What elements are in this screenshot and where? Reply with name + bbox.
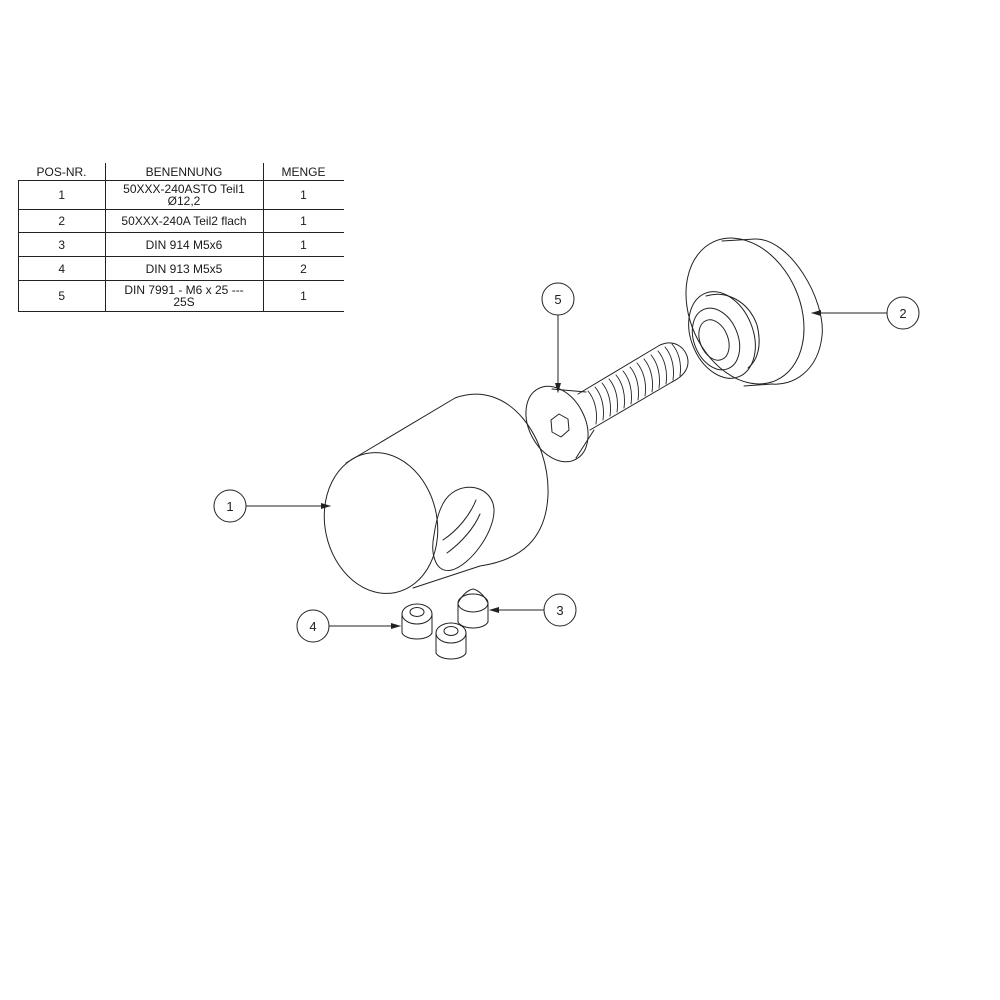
table-row: 1 50XXX-240ASTO Teil1 Ø12,2 1 <box>18 180 344 210</box>
cross-hole-outline <box>432 486 495 571</box>
part-4-set-screw-a <box>401 603 433 640</box>
part-1-cylinder-body <box>323 393 549 594</box>
name-line: Ø12,2 <box>167 194 201 208</box>
part-2-flange <box>685 237 823 387</box>
flange-collar-side <box>705 293 760 369</box>
balloon-3-label: 3 <box>556 603 563 618</box>
cylinder-end-face <box>323 452 439 594</box>
name-line: DIN 7991 - M6 x 25 --- <box>124 283 244 297</box>
set-screw-3-cone <box>457 588 489 604</box>
cross-hole-inner <box>442 499 481 554</box>
pos-cell: 3 <box>18 232 105 257</box>
balloon-5: 5 <box>541 282 575 393</box>
pos-cell: 4 <box>18 256 105 281</box>
qty-cell: 2 <box>262 256 344 281</box>
pos-cell: 2 <box>18 209 105 233</box>
qty-cell: 1 <box>262 232 344 257</box>
name-line: DIN 913 M5x5 <box>145 261 223 276</box>
parts-list-table: POS-NR. BENENNUNG MENGE 1 50XXX-240ASTO … <box>18 163 344 312</box>
screw-hex-socket <box>550 413 570 438</box>
balloon-2-label: 2 <box>899 306 906 321</box>
name-line: 50XXX-240A Teil2 flach <box>121 214 247 228</box>
set-screw-4b-body <box>435 632 467 660</box>
header-pos-nr: POS-NR. <box>18 163 105 181</box>
part-5-countersunk-screw <box>525 342 689 463</box>
flange-bore <box>698 319 730 361</box>
balloon-1: 1 <box>213 489 331 523</box>
set-screw-4b-socket <box>443 626 459 636</box>
name-cell: 50XXX-240A Teil2 flach <box>104 209 263 233</box>
name-cell: 50XXX-240ASTO Teil1 Ø12,2 <box>104 180 263 210</box>
screw-head-cone <box>551 388 595 459</box>
flange-collar-outer <box>688 291 756 379</box>
table-row: 2 50XXX-240A Teil2 flach 1 <box>18 209 344 233</box>
flange-disc-face <box>685 237 805 385</box>
name-line: DIN 914 M5x6 <box>145 237 223 252</box>
header-menge: MENGE <box>262 163 344 181</box>
qty-cell: 1 <box>262 280 344 312</box>
balloon-1-label: 1 <box>226 499 233 514</box>
name-cell: DIN 913 M5x5 <box>104 256 263 281</box>
part-3-set-screw <box>457 588 489 629</box>
balloon-4-label: 4 <box>309 619 316 634</box>
set-screw-3-top <box>457 593 489 613</box>
set-screw-4a-socket <box>409 607 425 617</box>
set-screw-3-body <box>457 602 489 629</box>
screw-thread-outline <box>577 342 689 431</box>
flange-disc-side <box>721 238 823 387</box>
balloon-4: 4 <box>296 609 401 643</box>
balloon-2: 2 <box>811 296 920 330</box>
pos-cell: 5 <box>18 280 105 312</box>
name-cell: DIN 7991 - M6 x 25 --- 25S <box>104 280 263 312</box>
pos-cell: 1 <box>18 180 105 210</box>
cylinder-outline <box>345 393 549 589</box>
name-line: 50XXX-240ASTO Teil1 <box>123 182 245 196</box>
balloon-5-label: 5 <box>554 292 561 307</box>
table-row: 4 DIN 913 M5x5 2 <box>18 256 344 281</box>
name-line: 25S <box>173 295 195 309</box>
header-benennung: BENENNUNG <box>104 163 263 181</box>
qty-cell: 1 <box>262 180 344 210</box>
table-row: 3 DIN 914 M5x6 1 <box>18 232 344 257</box>
part-4-set-screw-b <box>435 622 467 660</box>
name-cell: DIN 914 M5x6 <box>104 232 263 257</box>
flange-collar-inner <box>691 307 741 371</box>
qty-cell: 1 <box>262 209 344 233</box>
screw-thread-lines <box>587 343 681 425</box>
screw-head-face <box>525 385 589 463</box>
balloon-3: 3 <box>489 593 577 627</box>
table-row: 5 DIN 7991 - M6 x 25 --- 25S 1 <box>18 280 344 312</box>
parts-list-header-row: POS-NR. BENENNUNG MENGE <box>18 163 344 181</box>
set-screw-4a-body <box>401 613 433 640</box>
